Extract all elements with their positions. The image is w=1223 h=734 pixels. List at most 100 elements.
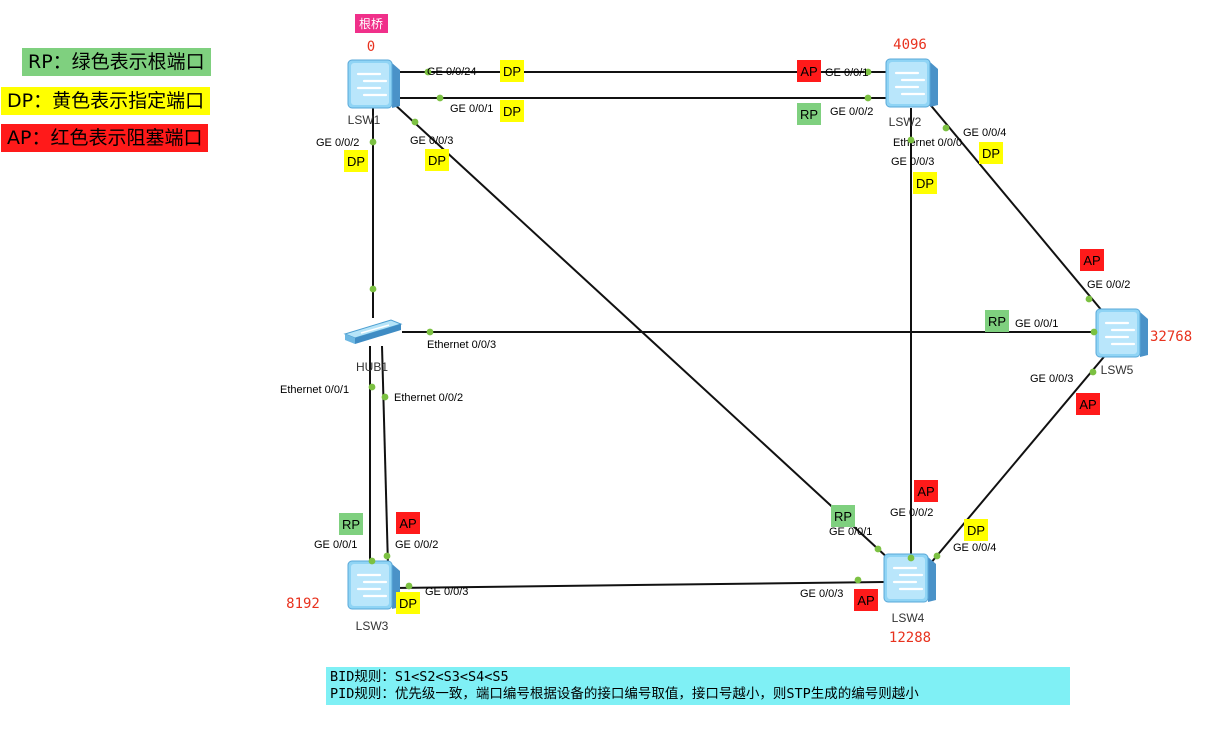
link-lsw5-lsw4 [929, 351, 1109, 565]
role-badge-text: AP [1083, 253, 1100, 268]
port-dot [864, 68, 872, 76]
device-label: LSW3 [356, 619, 389, 633]
port-dot [1089, 368, 1097, 376]
role-badge [396, 512, 420, 534]
role-badge-text: RP [834, 509, 852, 524]
hub-front [345, 334, 355, 344]
port-label: Ethernet 0/0/0 [893, 137, 962, 149]
bridge-priority: 4096 [893, 37, 927, 53]
hub-side [355, 324, 401, 344]
role-badge-text: DP [503, 64, 521, 79]
port-lsw5: GE 0/0/2 AP [1080, 249, 1130, 303]
switch-icon [1095, 308, 1148, 358]
role-badge [425, 149, 449, 171]
port-hub1: Ethernet 0/0/2 [381, 392, 463, 404]
port-dot [436, 94, 444, 102]
pid-rule: PID规则：优先级一致，端口编号根据设备的接口编号取值，接口号越小，则STP生成… [330, 686, 919, 702]
device-lsw1: LSW1 0 [347, 39, 400, 127]
port-label: GE 0/0/3 [410, 135, 453, 147]
role-badge-text: AP [399, 516, 416, 531]
role-badge-text: AP [800, 64, 817, 79]
role-badge [985, 310, 1009, 332]
port-hub1: Ethernet 0/0/0 [369, 137, 962, 293]
switch-face [351, 63, 389, 105]
role-badge [396, 592, 420, 614]
role-badge-text: RP [800, 107, 818, 122]
role-badge [854, 589, 878, 611]
switch-side [928, 557, 936, 602]
port-dot [383, 552, 391, 560]
port-label: GE 0/0/2 [316, 137, 359, 149]
switch-icon [883, 553, 936, 603]
role-badge-text: AP [1079, 397, 1096, 412]
port-hub1: Ethernet 0/0/3 [426, 328, 496, 351]
device-label: HUB1 [356, 360, 388, 374]
port-lsw4: GE 0/0/2AP [890, 480, 938, 562]
link-lsw3-lsw4 [393, 581, 885, 589]
bridge-priority: 12288 [889, 630, 931, 646]
port-lsw3: GE 0/0/3DP [396, 582, 468, 614]
role-badge [1080, 249, 1104, 271]
devices: LSW10LSW24096LSW38192LSW412288LSW532768H… [286, 37, 1192, 646]
device-label: LSW2 [889, 115, 922, 129]
rules-note: BID规则：S1<S2<S3<S4<S5 PID规则：优先级一致，端口编号根据设… [326, 667, 1070, 705]
bid-rule: BID规则：S1<S2<S3<S4<S5 [330, 669, 509, 685]
root-badge-text: 根桥 [359, 17, 383, 31]
role-badge [831, 505, 855, 527]
device-lsw2: LSW2 4096 [885, 37, 938, 129]
link-lsw2-lsw5 [927, 101, 1104, 313]
port-dot [411, 118, 419, 126]
root-badge: 根桥 [355, 14, 388, 33]
port-dot [424, 68, 432, 76]
hub-icon [343, 319, 403, 344]
role-badge-text: DP [347, 154, 365, 169]
role-badge [344, 150, 368, 172]
bridge-priority: 8192 [286, 596, 320, 612]
role-badge-text: AP [917, 484, 934, 499]
port-lsw3: GE 0/0/1RP [314, 513, 376, 565]
port-dot [368, 383, 376, 391]
port-label: GE 0/0/1 [450, 103, 493, 115]
port-dot [864, 94, 872, 102]
switch-icon [885, 58, 938, 108]
port-dot [381, 393, 389, 401]
role-badge [979, 142, 1003, 164]
role-badge [797, 60, 821, 82]
port-dot [933, 552, 941, 560]
port-label: GE 0/0/2 [1087, 279, 1130, 291]
root-badge-box [355, 14, 388, 33]
role-badge-text: AP [857, 593, 874, 608]
port-dot [405, 582, 413, 590]
role-badge [797, 103, 821, 125]
port-dot [426, 328, 434, 336]
device-label: LSW5 [1101, 363, 1134, 377]
port-label: Ethernet 0/0/1 [280, 384, 349, 396]
port-label: GE 0/0/24 [427, 66, 477, 78]
switch-side [392, 63, 400, 108]
role-badge [500, 60, 524, 82]
role-badge [500, 100, 524, 122]
bridge-priority: 0 [367, 39, 375, 55]
port-lsw2: GE 0/0/3DP [891, 136, 937, 194]
role-badge [339, 513, 363, 535]
switch-icon [347, 59, 400, 109]
port-hub1: Ethernet 0/0/1 [280, 383, 376, 396]
port-lsw3: GE 0/0/2AP [383, 512, 438, 560]
port-lsw4: GE 0/0/4DP [933, 519, 996, 560]
role-badge-text: DP [982, 146, 1000, 161]
port-label: Ethernet 0/0/2 [394, 392, 463, 404]
link-hub1-lsw3 [381, 345, 389, 567]
switch-side [1140, 312, 1148, 357]
role-badge [913, 172, 937, 194]
port-label: GE 0/0/1 [829, 526, 872, 538]
port-dot [1090, 328, 1098, 336]
device-label: LSW1 [348, 113, 381, 127]
legend-dp: DP：黄色表示指定端口 [1, 87, 211, 115]
port-dot [369, 138, 377, 146]
device-hub1: HUB1 [343, 319, 403, 374]
port-lsw2: GE 0/0/1AP [797, 60, 872, 82]
switch-face [887, 557, 925, 599]
port-dot [369, 285, 377, 293]
